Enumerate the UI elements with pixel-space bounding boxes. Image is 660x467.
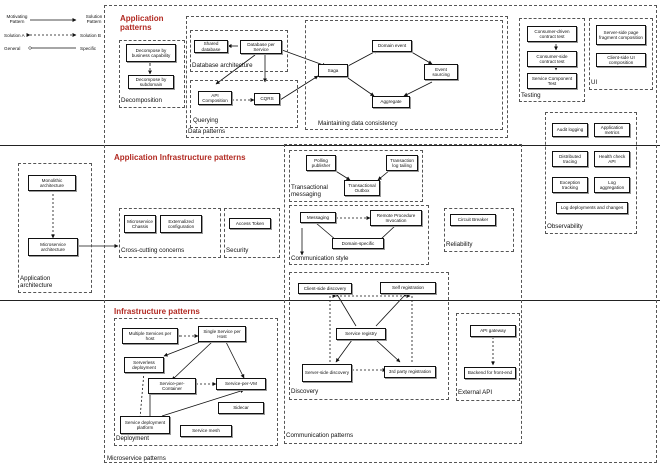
node-audit-logging[interactable]: Audit logging <box>552 123 588 137</box>
node-self-registration[interactable]: Self registration <box>380 282 436 294</box>
group-application-architecture <box>18 163 92 293</box>
group-observability <box>545 112 637 234</box>
microservice-patterns-boundary <box>104 5 657 463</box>
node-decompose-business[interactable]: Decompose by business capability <box>126 44 176 62</box>
divider-app-infra <box>0 145 660 146</box>
node-consumer-driven-test[interactable]: Consumer-driven contract test <box>527 26 577 42</box>
group-database-architecture <box>190 30 288 72</box>
node-health-check[interactable]: Health check API <box>594 151 630 167</box>
node-microservice-architecture[interactable]: Microservice architecture <box>28 238 78 256</box>
node-sidecar[interactable]: Sidecar <box>218 402 264 414</box>
group-data-patterns-label: Data patterns <box>188 128 226 135</box>
node-transactional-outbox[interactable]: Transactional Outbox <box>344 180 380 196</box>
group-maintaining-label: Maintaining data consistency <box>318 120 398 127</box>
group-testing <box>519 18 585 102</box>
section-infra: Infrastructure patterns <box>114 307 200 316</box>
node-client-side-ui[interactable]: Client-side UI composition <box>596 53 646 67</box>
node-polling-publisher[interactable]: Polling publisher <box>306 155 336 171</box>
node-server-side-fragment[interactable]: Server-side page fragment composition <box>596 25 646 45</box>
group-deployment-label: Deployment <box>116 435 150 442</box>
node-service-per-vm[interactable]: Service-per-VM <box>216 378 266 390</box>
node-exception-tracking[interactable]: Exception tracking <box>552 177 588 193</box>
node-saga[interactable]: Saga <box>318 64 348 77</box>
node-single-service-per-host[interactable]: Single Service per Host <box>198 326 246 342</box>
group-querying <box>190 80 298 128</box>
node-monolithic-architecture[interactable]: Monolithic architecture <box>28 175 76 191</box>
node-multiple-services-per-host[interactable]: Multiple Services per host <box>122 328 178 344</box>
node-service-deployment-platform[interactable]: Service deployment platform <box>120 416 170 434</box>
node-service-per-container[interactable]: Service-per-Container <box>148 378 196 394</box>
node-domain-event[interactable]: Domain event <box>372 40 412 52</box>
group-cross-cutting <box>119 208 221 258</box>
group-external-api <box>456 313 520 401</box>
group-data-patterns <box>186 16 508 138</box>
group-security-label: Security <box>226 247 249 254</box>
node-service-mesh[interactable]: Service mesh <box>180 425 232 437</box>
legend-solution-a: Solution A <box>4 33 25 38</box>
node-microservice-chassis[interactable]: Microservice Chassis <box>124 215 156 233</box>
group-cross-cutting-label: Cross-cutting concerns <box>121 247 185 254</box>
node-cqrs[interactable]: CQRS <box>254 93 280 105</box>
node-log-aggregation[interactable]: Log aggregation <box>594 177 630 193</box>
group-external-api-label: External API <box>458 389 493 396</box>
legend-motivating: Motivating Pattern <box>6 14 28 24</box>
node-api-composition[interactable]: API Composition <box>198 91 232 105</box>
group-ui <box>589 18 653 90</box>
node-application-metrics[interactable]: Application metrics <box>594 123 630 137</box>
node-domain-specific[interactable]: Domain-specific <box>332 238 384 249</box>
node-transaction-log-tailing[interactable]: Transaction log tailing <box>386 155 418 171</box>
node-decompose-subdomain[interactable]: Decompose by subdomain <box>128 75 174 89</box>
legend-specific: Specific <box>80 46 97 51</box>
group-reliability <box>444 208 514 252</box>
legend-general: General <box>4 46 21 51</box>
group-decomposition-label: Decomposition <box>121 97 162 104</box>
group-transactional-messaging-label: Transactional messaging <box>291 184 328 198</box>
section-application: Application patterns <box>120 14 164 32</box>
group-decomposition <box>119 40 185 108</box>
node-api-gateway[interactable]: API gateway <box>470 325 516 337</box>
group-deployment <box>114 318 278 446</box>
node-messaging[interactable]: Messaging <box>300 212 336 223</box>
node-distributed-tracing[interactable]: Distributed tracing <box>552 151 588 167</box>
group-testing-label: Testing <box>521 92 541 99</box>
node-aggregate[interactable]: Aggregate <box>372 96 410 108</box>
group-application-architecture-label: Application architecture <box>20 275 53 289</box>
legend-solution-b: Solution B <box>80 33 101 38</box>
node-service-registry[interactable]: Service registry <box>336 328 386 340</box>
node-circuit-breaker[interactable]: Circuit Breaker <box>450 214 496 226</box>
node-access-token[interactable]: Access Token <box>229 218 271 229</box>
node-remote-procedure-invocation[interactable]: Remote Procedure Invocation <box>370 210 422 226</box>
group-discovery <box>289 272 449 400</box>
group-reliability-label: Reliability <box>446 241 473 248</box>
microservice-patterns-label: Microservice patterns <box>107 455 166 462</box>
legend-solution: Solution Pattern <box>85 14 103 24</box>
group-ui-label: UI <box>591 79 598 86</box>
node-serverless-deployment[interactable]: Serverless deployment <box>124 357 164 373</box>
node-backend-for-front-end[interactable]: Backend for front-end <box>464 367 516 379</box>
node-log-deployments[interactable]: Log deployments and changes <box>556 202 628 214</box>
group-observability-label: Observability <box>547 223 583 230</box>
group-database-architecture-label: Database architecture <box>192 62 253 69</box>
group-querying-label: Querying <box>193 117 219 124</box>
group-communication-style <box>289 205 429 265</box>
node-externalized-configuration[interactable]: Externalized configuration <box>160 215 202 233</box>
group-communication-style-label: Communication style <box>291 255 349 262</box>
divider-infra <box>0 300 660 301</box>
node-client-side-discovery[interactable]: Client-side discovery <box>298 283 352 294</box>
node-event-sourcing[interactable]: Event sourcing <box>424 64 458 80</box>
group-maintaining-consistency <box>305 20 503 130</box>
group-communication-patterns <box>284 144 522 444</box>
node-server-side-discovery[interactable]: Server-side discovery <box>302 364 352 382</box>
group-transactional-messaging <box>289 150 423 202</box>
group-security <box>224 208 280 258</box>
node-shared-database[interactable]: Shared database <box>194 40 228 53</box>
section-app-infra: Application Infrastructure patterns <box>114 153 246 162</box>
node-consumer-side-test[interactable]: Consumer-side contract test <box>527 51 577 67</box>
group-communication-patterns-label: Communication patterns <box>286 432 354 439</box>
node-third-party-registration[interactable]: 3rd party registration <box>384 366 436 378</box>
group-discovery-label: Discovery <box>291 388 319 395</box>
node-database-per-service[interactable]: Database per Service <box>240 40 282 54</box>
node-service-component-test[interactable]: Service Component Test <box>527 73 577 89</box>
